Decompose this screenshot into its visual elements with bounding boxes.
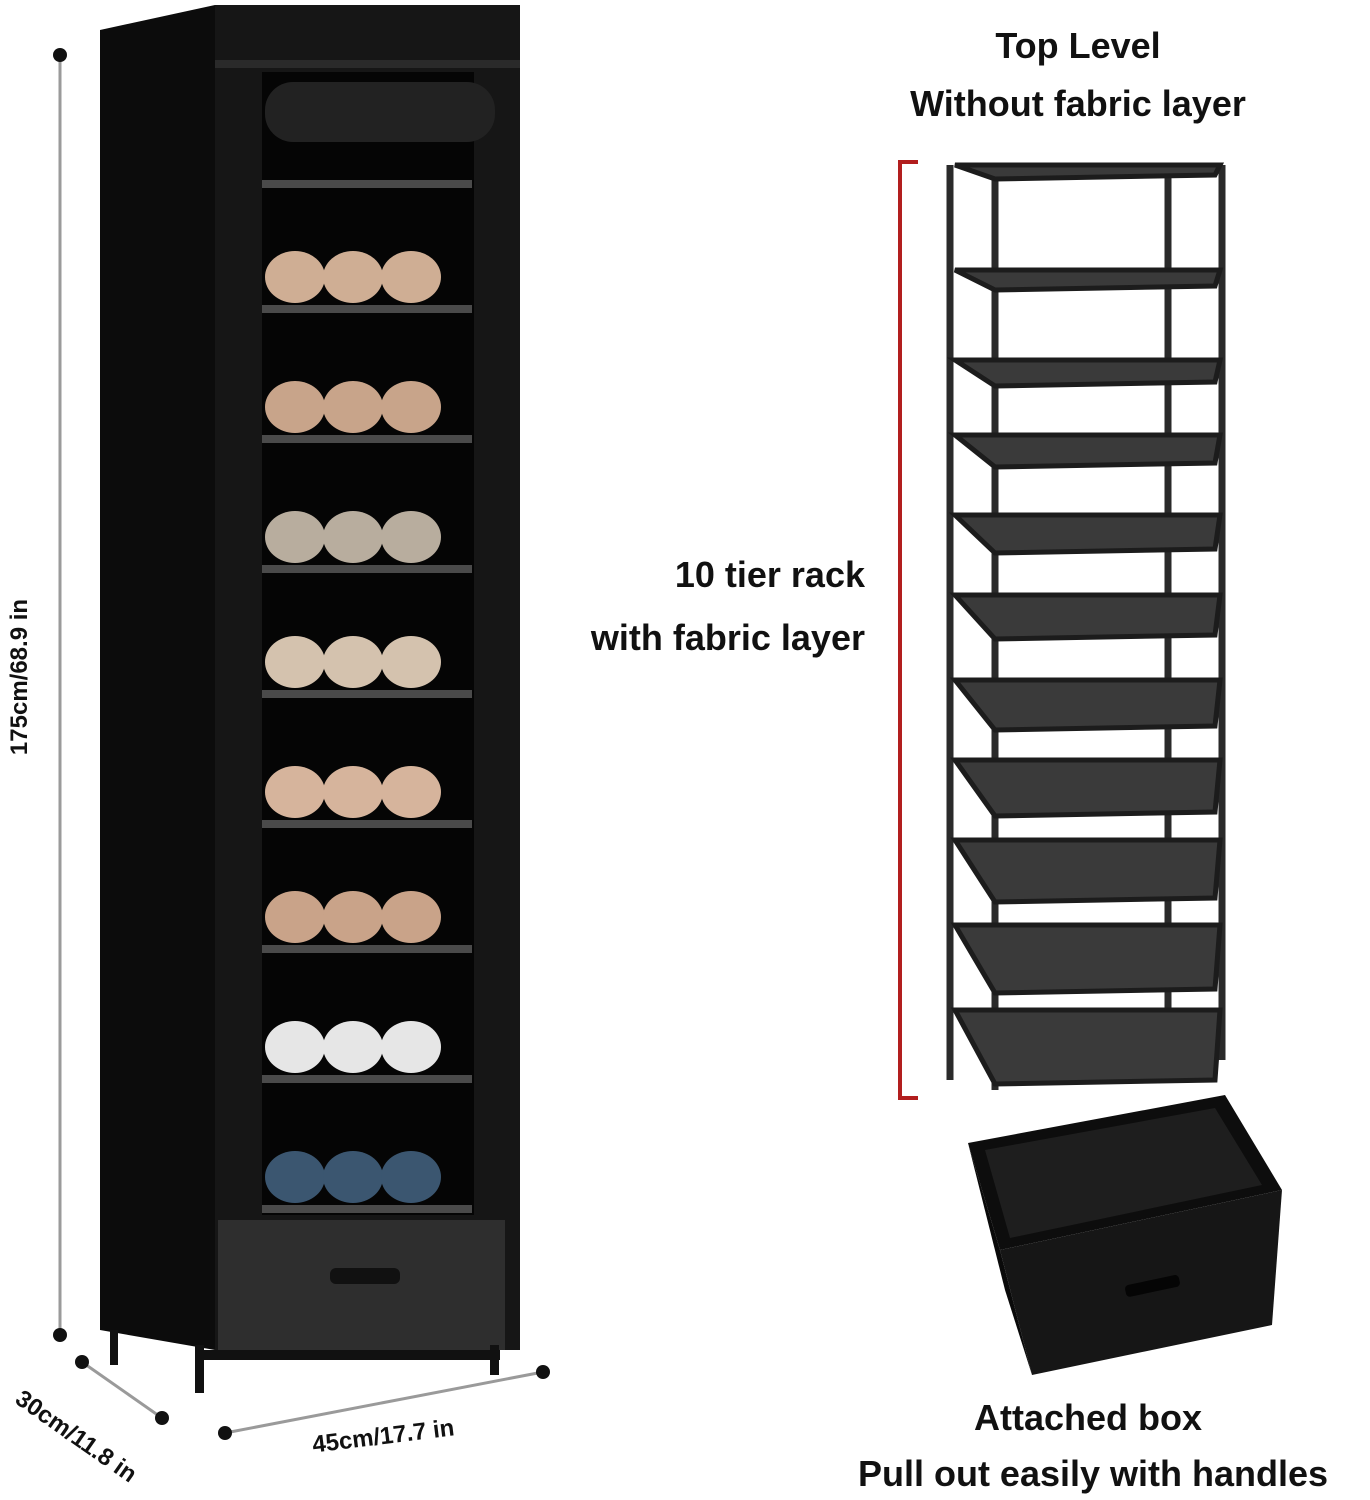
fabric-cabinet [100,5,520,1393]
shoe [323,251,383,303]
shoe [265,891,325,943]
cabinet-shelf [262,565,472,573]
drawer [218,1220,505,1350]
cabinet-shelf [262,820,472,828]
shoe [323,891,383,943]
without-fabric-label: Without fabric layer [910,83,1246,124]
shoe [381,1021,441,1073]
wire-rack [946,162,1226,1090]
shoe [381,511,441,563]
rack-shelf [946,357,1224,389]
shoe [265,1151,325,1203]
cabinet-shelf [262,1075,472,1083]
dimension-dots [53,48,550,1440]
rack-shelf [950,1007,1223,1087]
shoe [381,766,441,818]
cabinet-shelf [262,1205,472,1213]
shoe [323,766,383,818]
shoe [381,891,441,943]
cabinet-side [100,5,215,1350]
rack-shelf [950,922,1223,996]
shoe [265,636,325,688]
shoe [381,636,441,688]
rack-shelf [950,757,1223,819]
shoe [265,511,325,563]
cabinet-shelf [262,180,472,188]
top-level-label: Top Level [995,25,1161,66]
height-dimension: 175cm/68.9 in [6,598,33,756]
cabinet-shelf [262,435,472,443]
rack-shelf [954,162,1225,182]
shoe [323,511,383,563]
width-line [224,1370,544,1435]
shoe [381,251,441,303]
rack-shelf [953,267,1224,293]
rack-shelf [947,432,1223,470]
dimension-lines [58,55,544,1435]
rack-shelf [950,837,1223,905]
rack-shelf [949,592,1223,642]
shoe [323,1151,383,1203]
pull-out-label: Pull out easily with handles [857,1453,1329,1494]
tier-rack-label: 10 tier rack [674,554,865,595]
depth-line [81,1360,163,1420]
storage-box [968,1095,1282,1375]
drawer-handle [330,1268,400,1284]
cabinet-shelf [262,690,472,698]
shoe [323,1021,383,1073]
cabinet-shelf [262,305,472,313]
shoe [381,1151,441,1203]
shoe [265,1021,325,1073]
shoe [265,381,325,433]
rolled-flap [265,82,495,142]
rack-shelf [949,677,1223,733]
rack-shelf [948,512,1223,556]
with-fabric-label: with fabric layer [590,617,865,658]
cabinet-legs [110,1330,500,1393]
shoe [265,766,325,818]
shoe [323,636,383,688]
shoe [265,251,325,303]
cabinet-shelf [262,945,472,953]
attached-box-label: Attached box [973,1397,1203,1438]
shoe [323,381,383,433]
shoe [381,381,441,433]
box-handle [1125,1275,1180,1297]
height-bracket [898,160,918,1100]
